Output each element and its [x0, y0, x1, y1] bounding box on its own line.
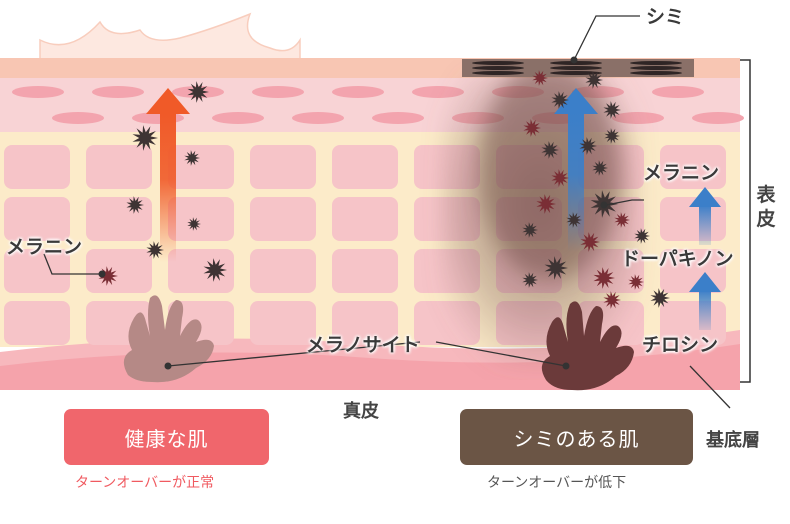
epidermal-cell — [250, 301, 316, 345]
melanin-particle — [203, 258, 227, 282]
melanin-particle — [650, 288, 670, 308]
melanin-particle — [634, 228, 650, 244]
granular-cell — [12, 86, 64, 98]
spot-streak — [472, 66, 524, 70]
melanin-particle — [628, 274, 644, 290]
melanin-particle — [184, 150, 200, 166]
melanin-particle — [522, 222, 538, 238]
melanin-particle — [566, 212, 582, 228]
label-shimi: シミ — [646, 6, 685, 28]
epidermal-cell — [332, 301, 398, 345]
spot-streak — [550, 66, 602, 70]
melanin-particle — [551, 169, 569, 187]
leader-dots — [98, 56, 608, 370]
spot-streak — [550, 61, 602, 65]
spot-streak — [550, 71, 602, 75]
label-dermis: 真皮 — [343, 401, 379, 422]
melanin-particle — [126, 196, 144, 214]
epidermal-cell — [4, 145, 70, 189]
melanin-particle — [523, 119, 541, 137]
label-tyrosine: チロシン — [642, 334, 719, 356]
granular-cell — [692, 112, 744, 124]
epidermal-cell — [168, 249, 234, 293]
arrow-tyrosine-to-dopaquinone — [689, 272, 721, 330]
granular-cell — [92, 86, 144, 98]
spot-streak — [630, 61, 682, 65]
granular-cell — [292, 112, 344, 124]
melanin-particle — [532, 70, 548, 86]
granular-cell — [52, 112, 104, 124]
spot-patches — [462, 59, 694, 77]
granular-cell — [652, 86, 704, 98]
epidermal-cell — [4, 197, 70, 241]
melanin-particle — [592, 160, 608, 176]
melanin-particle — [551, 91, 569, 109]
granular-cell — [332, 86, 384, 98]
granular-cell — [212, 112, 264, 124]
epidermal-cell — [250, 249, 316, 293]
epidermal-cell — [168, 145, 234, 189]
arrow-dopaquinone-to-melanin — [689, 187, 721, 245]
healthy-skin-caption: ターンオーバーが正常 — [75, 475, 215, 491]
leader-lines — [43, 15, 731, 409]
melanin-particle — [541, 141, 559, 159]
granular-cells — [12, 86, 744, 124]
melanin-particle — [544, 256, 568, 280]
melanin-particle — [536, 194, 556, 214]
melanin-particle — [614, 212, 630, 228]
label-melanin-left: メラニン — [6, 236, 83, 258]
epidermal-cell — [660, 145, 726, 189]
granular-cell — [372, 112, 424, 124]
label-epidermis: 表皮 — [756, 184, 776, 230]
healthy-skin-title: 健康な肌 — [64, 409, 269, 465]
epidermal-cell — [332, 145, 398, 189]
melanin-particle — [593, 267, 615, 289]
melanin-particle — [603, 101, 621, 119]
epidermal-cell — [250, 145, 316, 189]
epidermal-cell — [250, 197, 316, 241]
epidermal-cell — [4, 301, 70, 345]
spot-streak — [472, 71, 524, 75]
epidermal-cell — [86, 145, 152, 189]
label-basal-layer: 基底層 — [706, 430, 760, 451]
epidermis-bracket — [740, 59, 751, 383]
epidermal-cell — [86, 197, 152, 241]
label-melanocyte: メラノサイト — [306, 334, 420, 356]
spotted-skin-caption: ターンオーバーが低下 — [487, 475, 627, 491]
epidermal-cell — [332, 249, 398, 293]
melanin-particle — [585, 71, 603, 89]
melanin-particle — [579, 137, 597, 155]
label-melanin-right: メラニン — [643, 162, 720, 184]
label-dopakinon: ドーパキノン — [621, 248, 734, 270]
melanin-particle — [146, 241, 164, 259]
epidermal-cell — [86, 249, 152, 293]
melanin-particle — [604, 128, 620, 144]
spot-streak — [472, 61, 524, 65]
epidermal-cell — [332, 197, 398, 241]
spotted-skin-title: シミのある肌 — [460, 409, 693, 465]
arrow-healthy-turnover — [146, 88, 190, 262]
epidermal-cell — [4, 249, 70, 293]
melanocyte-healthy — [123, 295, 214, 383]
melanin-particles — [98, 70, 670, 309]
melanin-particle — [580, 232, 600, 252]
spot-streak — [630, 66, 682, 70]
melanin-particle — [187, 217, 201, 231]
flaking-skin-top — [39, 12, 301, 61]
melanin-particle — [187, 81, 209, 103]
melanin-particle — [603, 291, 621, 309]
pigment-shading — [440, 60, 640, 370]
melanin-particle — [132, 125, 158, 151]
spot-streak — [630, 71, 682, 75]
granular-cell — [252, 86, 304, 98]
melanin-particle — [522, 272, 538, 288]
epidermal-cell — [168, 197, 234, 241]
